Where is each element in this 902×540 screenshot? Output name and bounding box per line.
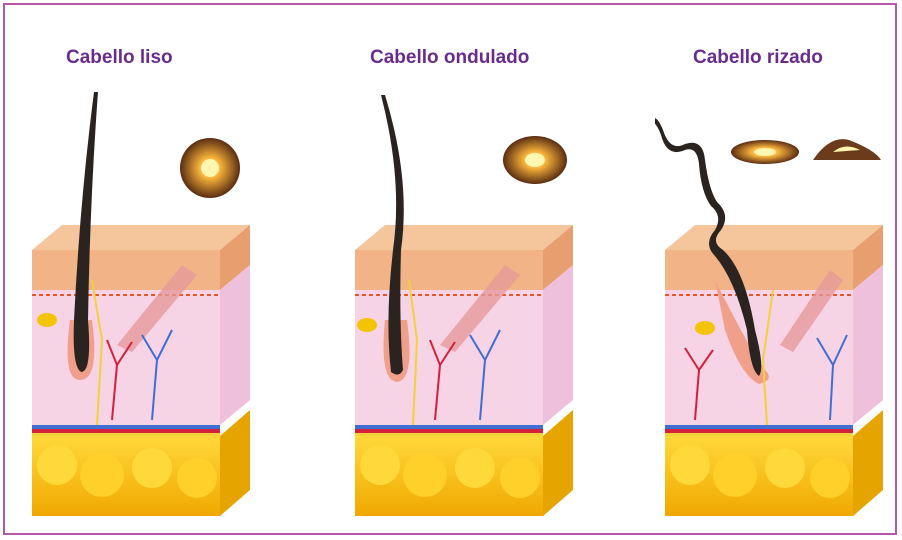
skin-block-straight (22, 80, 252, 520)
panel-curly-hair (655, 80, 885, 520)
epidermis-top (32, 225, 250, 250)
sebaceous-gland (695, 321, 715, 335)
panel-straight-hair (22, 80, 252, 520)
skin-block-wavy (345, 80, 575, 520)
skin-block-curly (655, 80, 885, 520)
panel-wavy-hair (345, 80, 575, 520)
dermis (355, 290, 543, 425)
title-straight-hair: Cabello liso (66, 47, 173, 69)
title-curly-hair: Cabello rizado (693, 47, 823, 69)
epidermis (32, 250, 220, 290)
sebaceous-gland (37, 313, 57, 327)
sebaceous-gland (357, 318, 377, 332)
epidermis-top (355, 225, 573, 250)
title-wavy-hair: Cabello ondulado (370, 47, 529, 69)
epidermis-top (665, 225, 883, 250)
epidermis (355, 250, 543, 290)
dermis (32, 290, 220, 425)
